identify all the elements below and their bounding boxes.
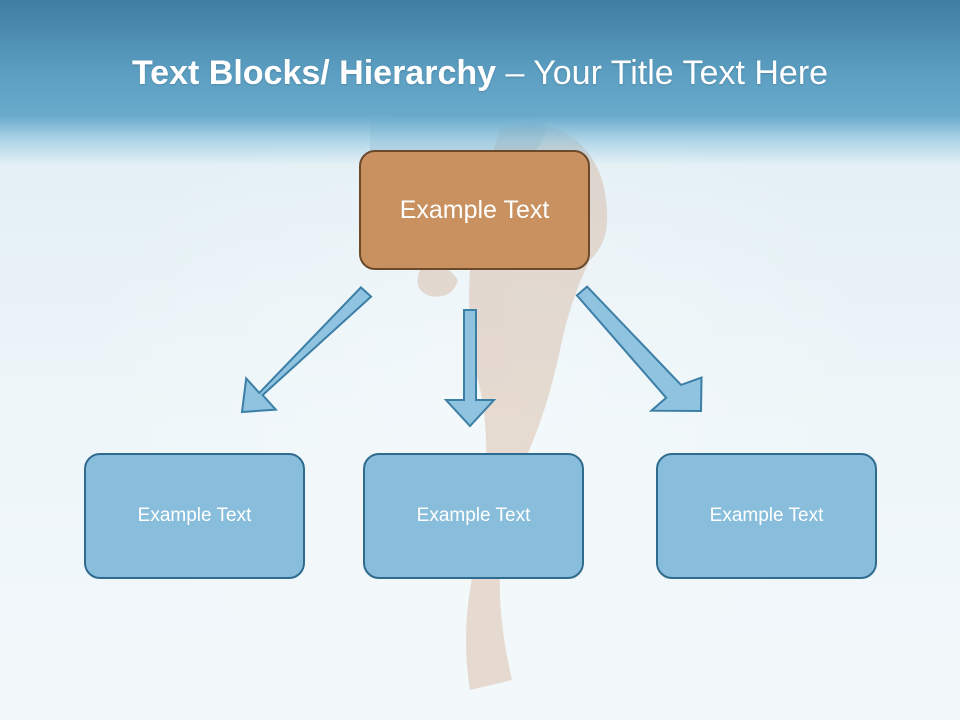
title-bar bbox=[0, 0, 960, 165]
title-regular-part: – Your Title Text Here bbox=[496, 54, 829, 92]
arrow-left bbox=[240, 286, 373, 414]
child-node-label: Example Text bbox=[137, 505, 252, 526]
title-bold-part: Text Blocks/ Hierarchy bbox=[131, 54, 497, 92]
arrow-right bbox=[575, 285, 703, 413]
top-node-label: Example Text bbox=[399, 195, 550, 224]
child-node-left: Example Text bbox=[84, 453, 305, 579]
child-node-label: Example Text bbox=[416, 505, 531, 526]
child-node-center: Example Text bbox=[363, 453, 584, 579]
child-node-right: Example Text bbox=[656, 453, 877, 579]
child-node-label: Example Text bbox=[709, 505, 824, 526]
top-node: Example Text bbox=[359, 150, 590, 270]
arrow-center bbox=[443, 309, 497, 428]
slide-title: Text Blocks/ Hierarchy – Your Title Text… bbox=[0, 54, 960, 93]
